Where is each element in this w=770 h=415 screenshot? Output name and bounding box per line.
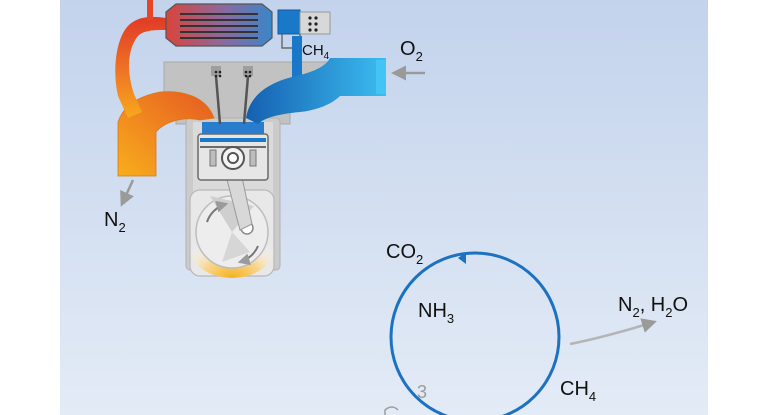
- o2-label: O2: [400, 38, 423, 64]
- ch4-injector-label: CH4: [302, 42, 330, 62]
- nh3-label: NH3: [418, 300, 454, 326]
- exhaust-pipe: [115, 16, 166, 119]
- engine-illustration: [115, 0, 386, 278]
- products-label: N2, H2O: [618, 294, 688, 320]
- rotation-arrow-icon-2: [237, 245, 259, 266]
- piston: [197, 133, 269, 181]
- circular-arrow-icon: [389, 251, 561, 415]
- co2-label: CO2: [386, 241, 423, 267]
- down-arrow-icon: [120, 179, 135, 207]
- left-margin: [0, 0, 60, 415]
- intake-inlet: [376, 60, 386, 94]
- combustion-chamber: [202, 122, 264, 134]
- rotation-arrow-icon: [206, 200, 229, 223]
- ch4-cycle-label: CH4: [560, 378, 596, 404]
- faint-number-label: 3: [417, 382, 427, 402]
- exhaust-stack: [147, 0, 153, 20]
- curved-arrow-icon: [569, 318, 657, 346]
- catalytic-converter: [165, 3, 273, 47]
- crankcase: [189, 189, 275, 278]
- intake-manifold: [246, 58, 386, 124]
- valves: [211, 66, 253, 125]
- right-margin: [708, 0, 770, 415]
- faint-glyph: [384, 406, 399, 415]
- n2-label: N2: [104, 209, 126, 235]
- cycle-arrowhead: [458, 252, 466, 264]
- injector: [277, 9, 331, 78]
